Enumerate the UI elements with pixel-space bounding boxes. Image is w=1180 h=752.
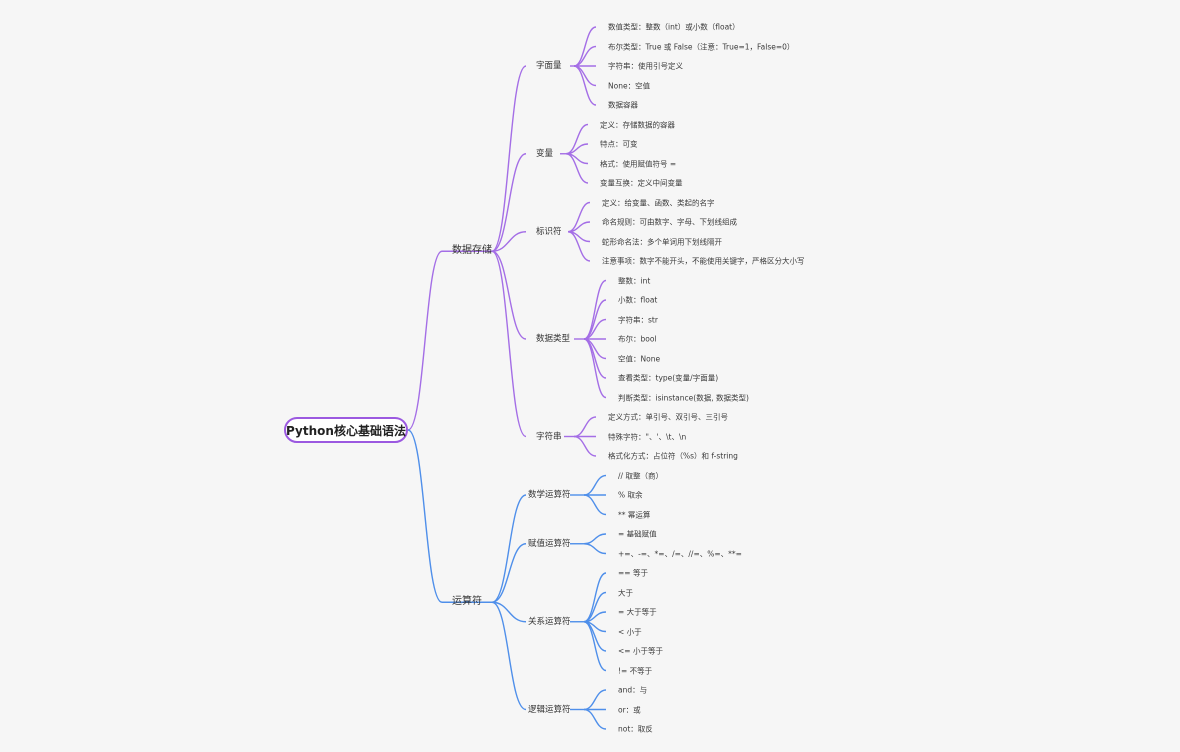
- item-connector: [565, 153, 589, 184]
- group-connector: [491, 231, 527, 252]
- group-node[interactable]: 数学运算符: [528, 489, 571, 500]
- leaf-item[interactable]: % 取余: [618, 490, 643, 500]
- group-connector: [491, 153, 527, 252]
- group-node[interactable]: 标识符: [536, 226, 562, 237]
- leaf-item[interactable]: 布尔类型：True 或 False（注意：True=1，False=0）: [608, 41, 795, 51]
- group-connector: [491, 601, 527, 711]
- item-connector: [573, 416, 597, 438]
- leaf-item[interactable]: 字符串：使用引号定义: [608, 61, 683, 71]
- leaf-item[interactable]: 注意事项：数字不能开头，不能使用关键字，严格区分大小写: [602, 256, 805, 266]
- item-connector: [583, 689, 607, 711]
- leaf-item[interactable]: 定义：给变量、函数、类起的名字: [602, 197, 715, 207]
- root-connector: [407, 429, 443, 603]
- leaf-item[interactable]: // 取整（商）: [618, 470, 663, 480]
- leaf-item[interactable]: +=、-=、*=、/=、//=、%=、**=: [618, 548, 742, 558]
- leaf-item[interactable]: 命名规则：可由数字、字母、下划线组成: [602, 217, 737, 227]
- group-connector: [491, 494, 527, 603]
- leaf-item[interactable]: and：与: [618, 685, 648, 695]
- leaf-item[interactable]: 小数：float: [618, 295, 658, 305]
- item-connector: [583, 474, 607, 496]
- leaf-item[interactable]: 查看类型：type(变量/字面量): [618, 373, 719, 383]
- item-connector: [567, 231, 591, 262]
- group-node[interactable]: 数据类型: [536, 333, 571, 344]
- item-connector: [583, 494, 607, 516]
- branch-node[interactable]: 数据存储: [452, 245, 492, 257]
- leaf-item[interactable]: not：取反: [618, 724, 653, 734]
- leaf-item[interactable]: None：空值: [608, 80, 651, 90]
- leaf-item[interactable]: = 大于等于: [618, 607, 657, 617]
- item-connector: [573, 435, 597, 457]
- leaf-item[interactable]: != 不等于: [618, 665, 653, 675]
- leaf-item[interactable]: 判断类型：isinstance(数据, 数据类型): [618, 392, 749, 402]
- leaf-item[interactable]: ** 幂运算: [618, 509, 651, 519]
- group-node[interactable]: 赋值运算符: [528, 538, 571, 549]
- group-node[interactable]: 变量: [536, 148, 554, 159]
- leaf-item[interactable]: 数值类型：整数（int）或小数（float）: [608, 22, 740, 32]
- leaf-item[interactable]: 格式化方式：占位符（%s）和 f-string: [608, 451, 738, 461]
- item-connector: [573, 45, 597, 67]
- group-connector: [491, 543, 527, 603]
- root-node[interactable]: Python核心基础语法: [284, 417, 408, 443]
- leaf-item[interactable]: <= 小于等于: [618, 646, 663, 656]
- leaf-item[interactable]: 数据容器: [608, 100, 638, 110]
- item-connector: [583, 338, 607, 399]
- item-connector: [583, 708, 607, 730]
- item-connector: [583, 533, 607, 545]
- item-connector: [573, 65, 597, 106]
- leaf-item[interactable]: 字符串：str: [618, 314, 658, 324]
- leaf-item[interactable]: 特殊字符："、'、\t、\n: [608, 431, 687, 441]
- group-node[interactable]: 关系运算符: [528, 616, 571, 627]
- item-connector: [573, 26, 597, 67]
- group-node[interactable]: 字符串: [536, 431, 562, 442]
- leaf-item[interactable]: 蛇形命名法：多个单词用下划线隔开: [602, 236, 722, 246]
- root-connector: [407, 250, 443, 431]
- item-connector: [583, 299, 607, 340]
- leaf-item[interactable]: = 基础赋值: [618, 529, 657, 539]
- leaf-item[interactable]: 大于: [618, 587, 633, 597]
- group-node[interactable]: 字面量: [536, 60, 562, 71]
- leaf-item[interactable]: 空值：None: [618, 353, 661, 363]
- leaf-item[interactable]: 变量互换：定义中间变量: [600, 178, 683, 188]
- group-connector: [491, 250, 527, 340]
- leaf-item[interactable]: 定义方式：单引号、双引号、三引号: [608, 412, 728, 422]
- leaf-item[interactable]: 布尔：bool: [618, 334, 657, 344]
- item-connector: [583, 572, 607, 623]
- branch-node[interactable]: 运算符: [452, 596, 482, 608]
- group-node[interactable]: 逻辑运算符: [528, 704, 571, 715]
- item-connector: [583, 543, 607, 555]
- group-connector: [491, 601, 527, 623]
- leaf-item[interactable]: 定义：存储数据的容器: [600, 119, 675, 129]
- leaf-item[interactable]: < 小于: [618, 626, 642, 636]
- item-connector: [573, 65, 597, 87]
- group-connector: [491, 250, 527, 438]
- item-connector: [583, 621, 607, 672]
- group-connector: [491, 65, 527, 252]
- leaf-item[interactable]: 格式：使用赋值符号 =: [600, 158, 677, 168]
- leaf-item[interactable]: 整数：int: [618, 275, 651, 285]
- leaf-item[interactable]: or：或: [618, 704, 641, 714]
- leaf-item[interactable]: 特点：可变: [600, 139, 638, 149]
- leaf-item[interactable]: == 等于: [618, 568, 648, 578]
